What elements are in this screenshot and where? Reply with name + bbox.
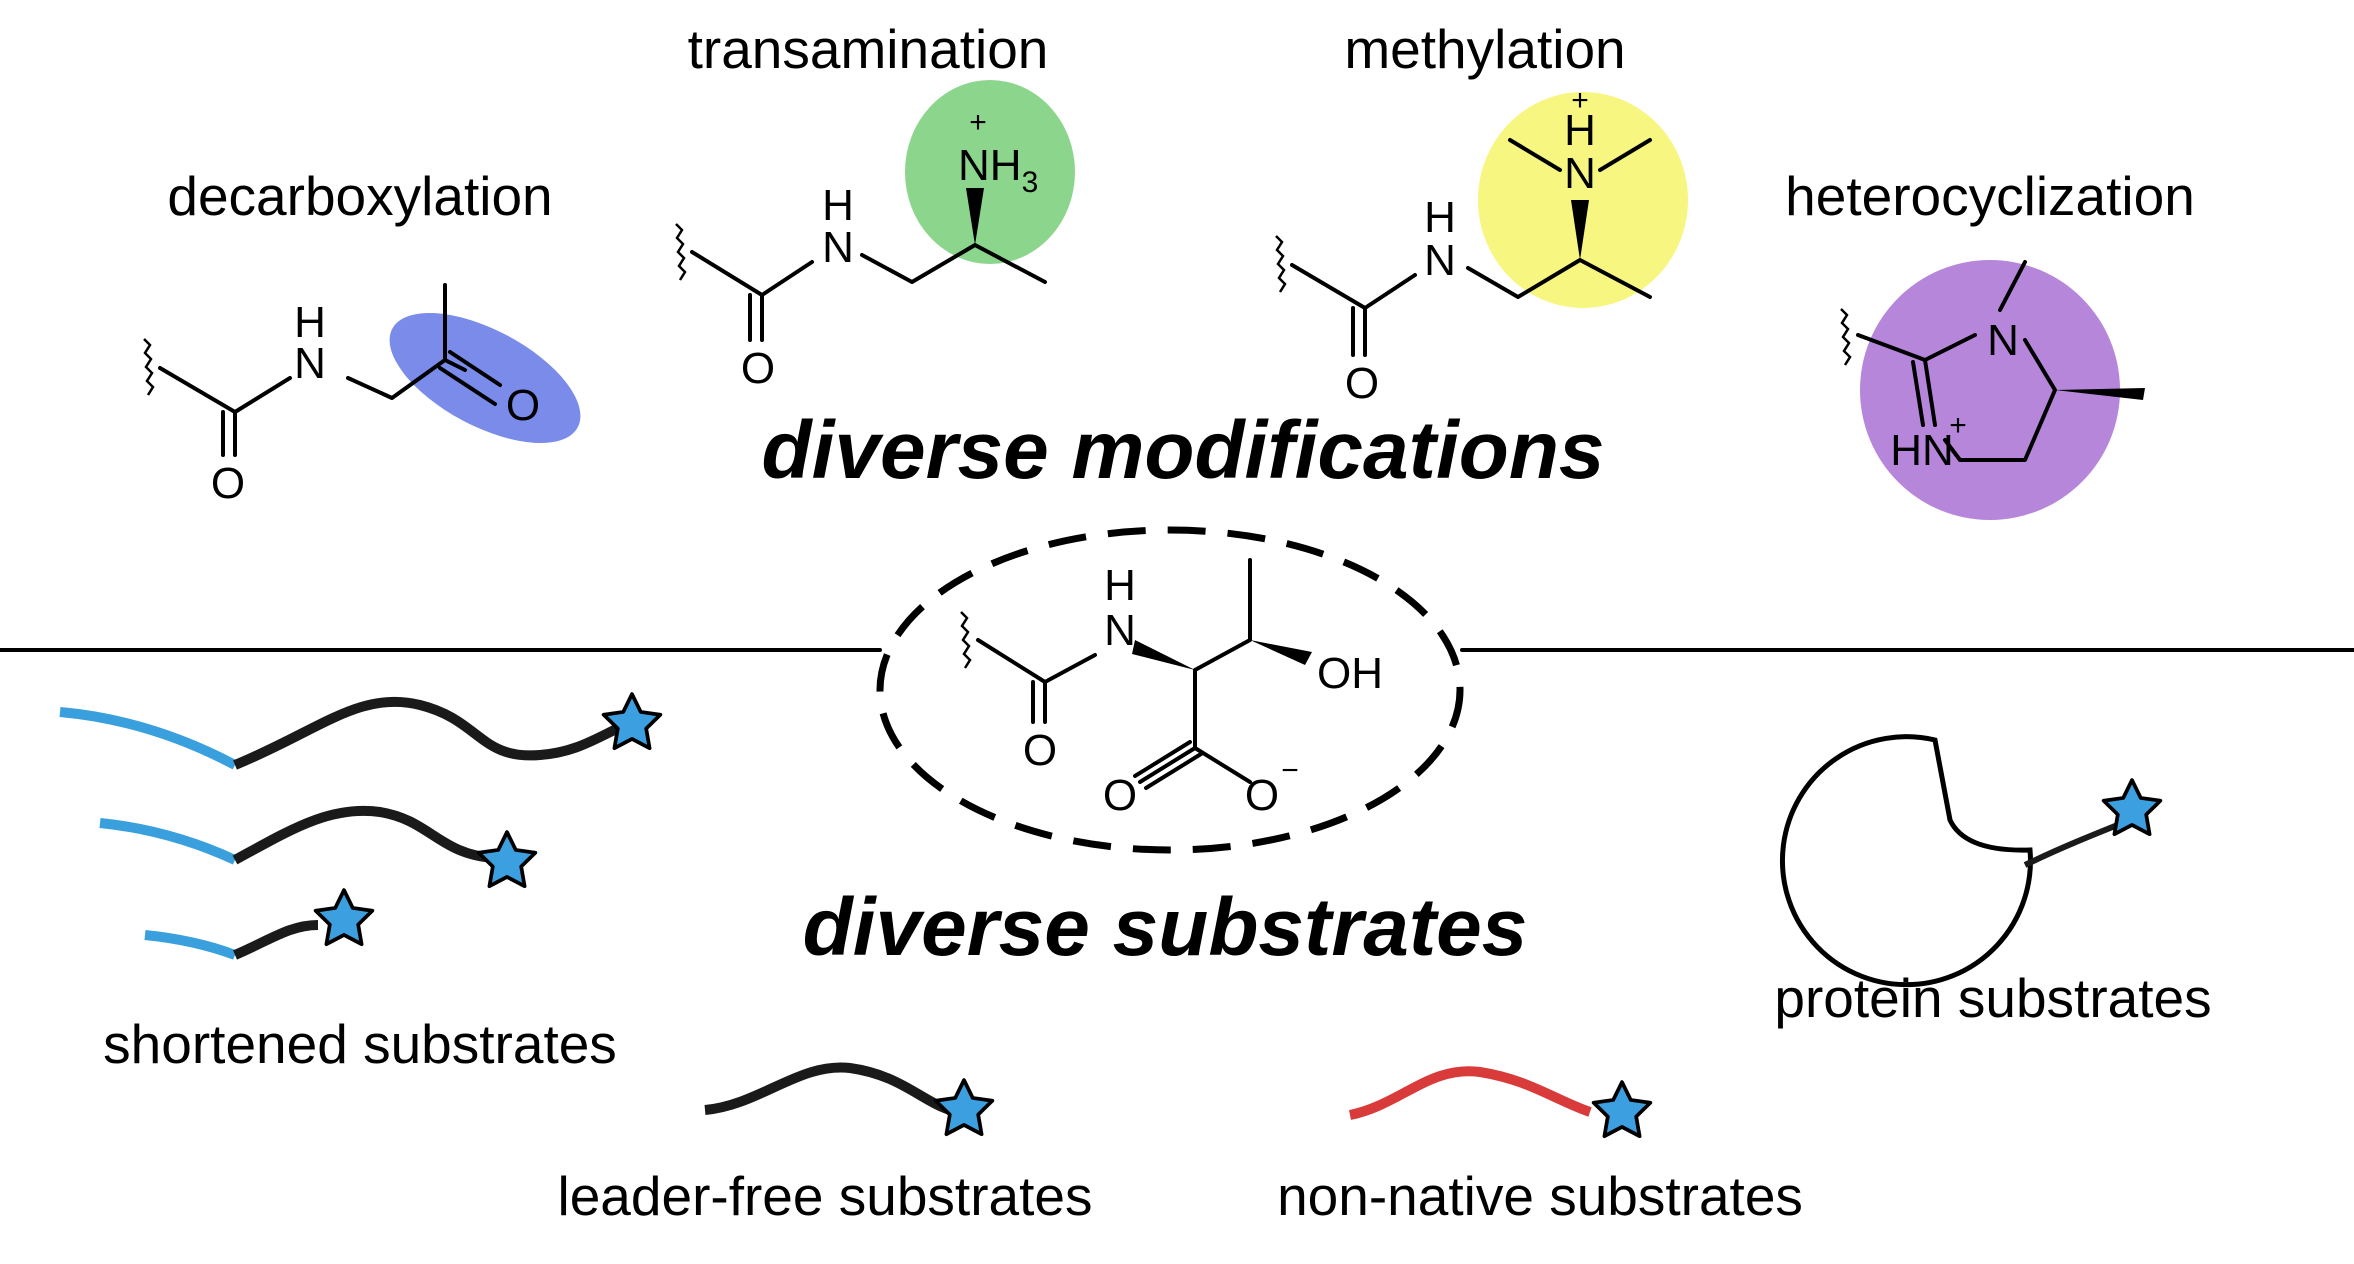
non-native-label: non-native substrates <box>1277 1165 1803 1227</box>
methylation-n: N <box>1424 236 1456 285</box>
decarboxylation-o: O <box>211 459 245 508</box>
shortened-star-3 <box>313 888 375 947</box>
methylation-panel: methylation O H N H N + <box>1275 18 1688 408</box>
decarboxylation-n: N <box>294 339 326 388</box>
transamination-nh-h: H <box>822 181 854 230</box>
heterocyclization-charge: + <box>1949 409 1967 442</box>
decarboxylation-carbonyl-bond <box>221 410 237 457</box>
transamination-charge: + <box>969 106 987 139</box>
non-native-star <box>1591 1080 1653 1139</box>
shortened-star-1 <box>601 692 663 751</box>
methylation-nh-h: H <box>1424 193 1456 242</box>
substrates-heading: diverse substrates <box>803 882 1528 973</box>
transamination-label: transamination <box>688 18 1049 80</box>
shortened-star-2 <box>476 830 538 889</box>
threonine-dashed-circle <box>876 526 1464 854</box>
methylation-nme-h: H <box>1564 106 1596 155</box>
transamination-nh3: NH3 <box>958 141 1038 199</box>
leader-free-label: leader-free substrates <box>558 1165 1093 1227</box>
methylation-nme-n: N <box>1564 149 1596 198</box>
decarboxylation-o-ketone: O <box>506 381 540 430</box>
transamination-backbone <box>690 243 1047 297</box>
methylation-wedge-bond <box>1571 200 1589 260</box>
heterocyclization-wavy-bond <box>1840 308 1852 366</box>
threonine-oh: OH <box>1317 649 1383 698</box>
heterocyclization-wedge-bond <box>2055 388 2145 400</box>
methylation-charge: + <box>1571 84 1589 117</box>
transamination-highlight <box>905 80 1075 264</box>
decarboxylation-wavy-bond <box>143 338 155 396</box>
threonine-structure: H N OH O O O − <box>876 526 1464 854</box>
transamination-carbonyl-bond <box>748 293 764 342</box>
heterocyclization-panel: heterocyclization N HN + <box>1785 165 2195 520</box>
shortened-substrates: shortened substrates <box>59 692 663 1075</box>
transamination-wavy-bond <box>675 223 687 281</box>
threonine-charge: − <box>1281 754 1299 787</box>
non-native-core <box>1348 1066 1592 1120</box>
threonine-n: N <box>1104 606 1136 655</box>
threonine-wavy-bond <box>960 611 972 669</box>
modifications-heading: diverse modifications <box>761 405 1604 496</box>
methylation-label: methylation <box>1344 18 1625 80</box>
heterocyclization-ring <box>1856 260 2057 462</box>
heterocyclization-highlight <box>1860 260 2120 520</box>
threonine-wedge-bond-oh <box>1250 640 1312 665</box>
protein-pacman-shape <box>1780 734 2033 988</box>
heterocyclization-hn: HN <box>1890 426 1954 475</box>
shortened-leader-2 <box>99 818 238 865</box>
methylation-o: O <box>1345 359 1379 408</box>
shortened-core-2 <box>232 805 496 865</box>
decarboxylation-panel: decarboxylation O H N O <box>143 165 581 508</box>
methylation-wavy-bond <box>1275 235 1287 293</box>
transamination-panel: transamination O H N NH3 + <box>675 18 1075 393</box>
transamination-n: N <box>822 223 854 272</box>
threonine-carbonyl-bond <box>1031 680 1047 724</box>
threonine-acid-double-bond <box>1133 740 1203 790</box>
threonine-nh-h: H <box>1104 561 1136 610</box>
threonine-o-carbonyl: O <box>1023 726 1057 775</box>
decarboxylation-nh-h: H <box>294 298 326 347</box>
protein-label: protein substrates <box>1774 967 2211 1029</box>
decarboxylation-label: decarboxylation <box>167 165 552 227</box>
methylation-carbonyl-bond <box>1351 306 1367 357</box>
heterocyclization-n: N <box>1987 316 2019 365</box>
leader-free-core <box>704 1062 952 1115</box>
shortened-core-3 <box>233 920 319 960</box>
shortened-core-1 <box>233 696 634 770</box>
threonine-o-acid-1: O <box>1103 771 1137 820</box>
shortened-label: shortened substrates <box>103 1013 617 1075</box>
decarboxylation-ketone-bond <box>438 350 502 406</box>
transamination-wedge-bond <box>966 188 984 245</box>
protein-substrates: protein substrates <box>1774 734 2212 1029</box>
leader-free-substrates: leader-free substrates <box>558 1062 1093 1227</box>
shortened-leader-1 <box>59 707 238 770</box>
leader-free-star <box>933 1078 995 1137</box>
threonine-wedge-bond-n <box>1132 640 1195 670</box>
heterocyclization-label: heterocyclization <box>1785 165 2195 227</box>
non-native-substrates: non-native substrates <box>1277 1066 1803 1227</box>
decarboxylation-highlight <box>389 312 581 444</box>
transamination-o: O <box>741 344 775 393</box>
shortened-leader-3 <box>144 930 237 960</box>
threonine-o-acid-2: O <box>1245 771 1279 820</box>
